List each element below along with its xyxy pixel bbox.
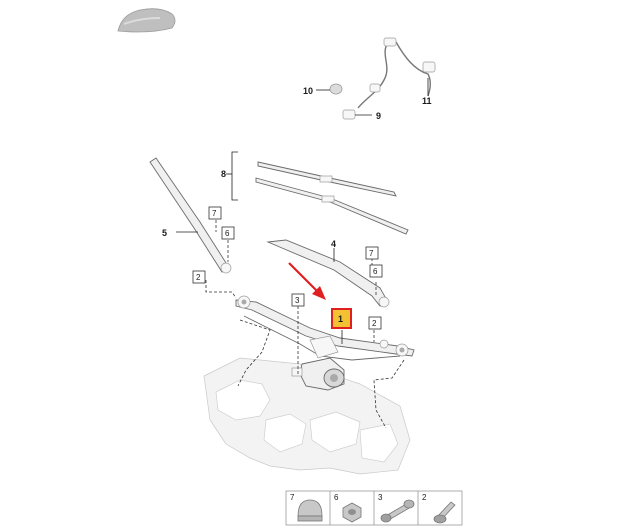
svg-text:6: 6: [225, 229, 230, 238]
callout-box-2-right[interactable]: 2: [368, 316, 382, 330]
svg-text:6: 6: [334, 493, 339, 502]
svg-text:7: 7: [369, 249, 374, 258]
washer-hose-harness: [329, 37, 436, 120]
vehicle-thumbnail-icon[interactable]: [117, 8, 176, 33]
callout-11[interactable]: 11: [422, 96, 432, 106]
screw-icon: [433, 501, 456, 524]
legend-item-2[interactable]: 2: [422, 493, 456, 524]
legend-item-3[interactable]: 3: [378, 493, 415, 523]
callout-1-highlighted[interactable]: 1: [331, 308, 352, 329]
callout-9[interactable]: 9: [376, 111, 381, 121]
callout-box-6-right[interactable]: 6: [369, 264, 383, 278]
callout-10[interactable]: 10: [303, 86, 313, 96]
bolt-icon: [380, 499, 415, 523]
svg-text:2: 2: [196, 273, 201, 282]
cap-nut-icon: [297, 499, 323, 522]
cap-part: [329, 83, 343, 95]
svg-text:7: 7: [212, 209, 217, 218]
wiper-arm-right: [266, 239, 390, 308]
wiper-motor: [291, 357, 345, 391]
callout-box-2-left[interactable]: 2: [192, 270, 206, 284]
hex-nut-icon: [342, 502, 362, 523]
wiper-arm-left: [149, 157, 232, 274]
svg-text:2: 2: [372, 319, 377, 328]
callout-box-3[interactable]: 3: [291, 293, 305, 307]
svg-text:3: 3: [295, 296, 300, 305]
svg-text:7: 7: [290, 493, 295, 502]
callout-5[interactable]: 5: [162, 228, 167, 238]
callout-8[interactable]: 8: [221, 169, 226, 179]
wiper-blade-upper: [257, 161, 397, 197]
hardware-legend: 7 6 3 2: [285, 490, 463, 526]
svg-text:2: 2: [422, 493, 427, 502]
wiper-blade-lower: [255, 177, 409, 235]
callout-4[interactable]: 4: [331, 239, 336, 249]
svg-text:6: 6: [373, 267, 378, 276]
callout-box-7-left[interactable]: 7: [208, 206, 222, 220]
legend-item-6[interactable]: 6: [334, 493, 362, 523]
svg-text:3: 3: [378, 493, 383, 502]
callout-box-6-left[interactable]: 6: [221, 226, 235, 240]
nozzle-part: [342, 109, 356, 120]
svg-text:1: 1: [338, 314, 343, 324]
wiper-linkage-frame: [235, 295, 415, 361]
callout-box-7-right[interactable]: 7: [365, 246, 379, 260]
red-pointer-arrow-icon: [288, 262, 326, 300]
legend-item-7[interactable]: 7: [290, 493, 323, 522]
